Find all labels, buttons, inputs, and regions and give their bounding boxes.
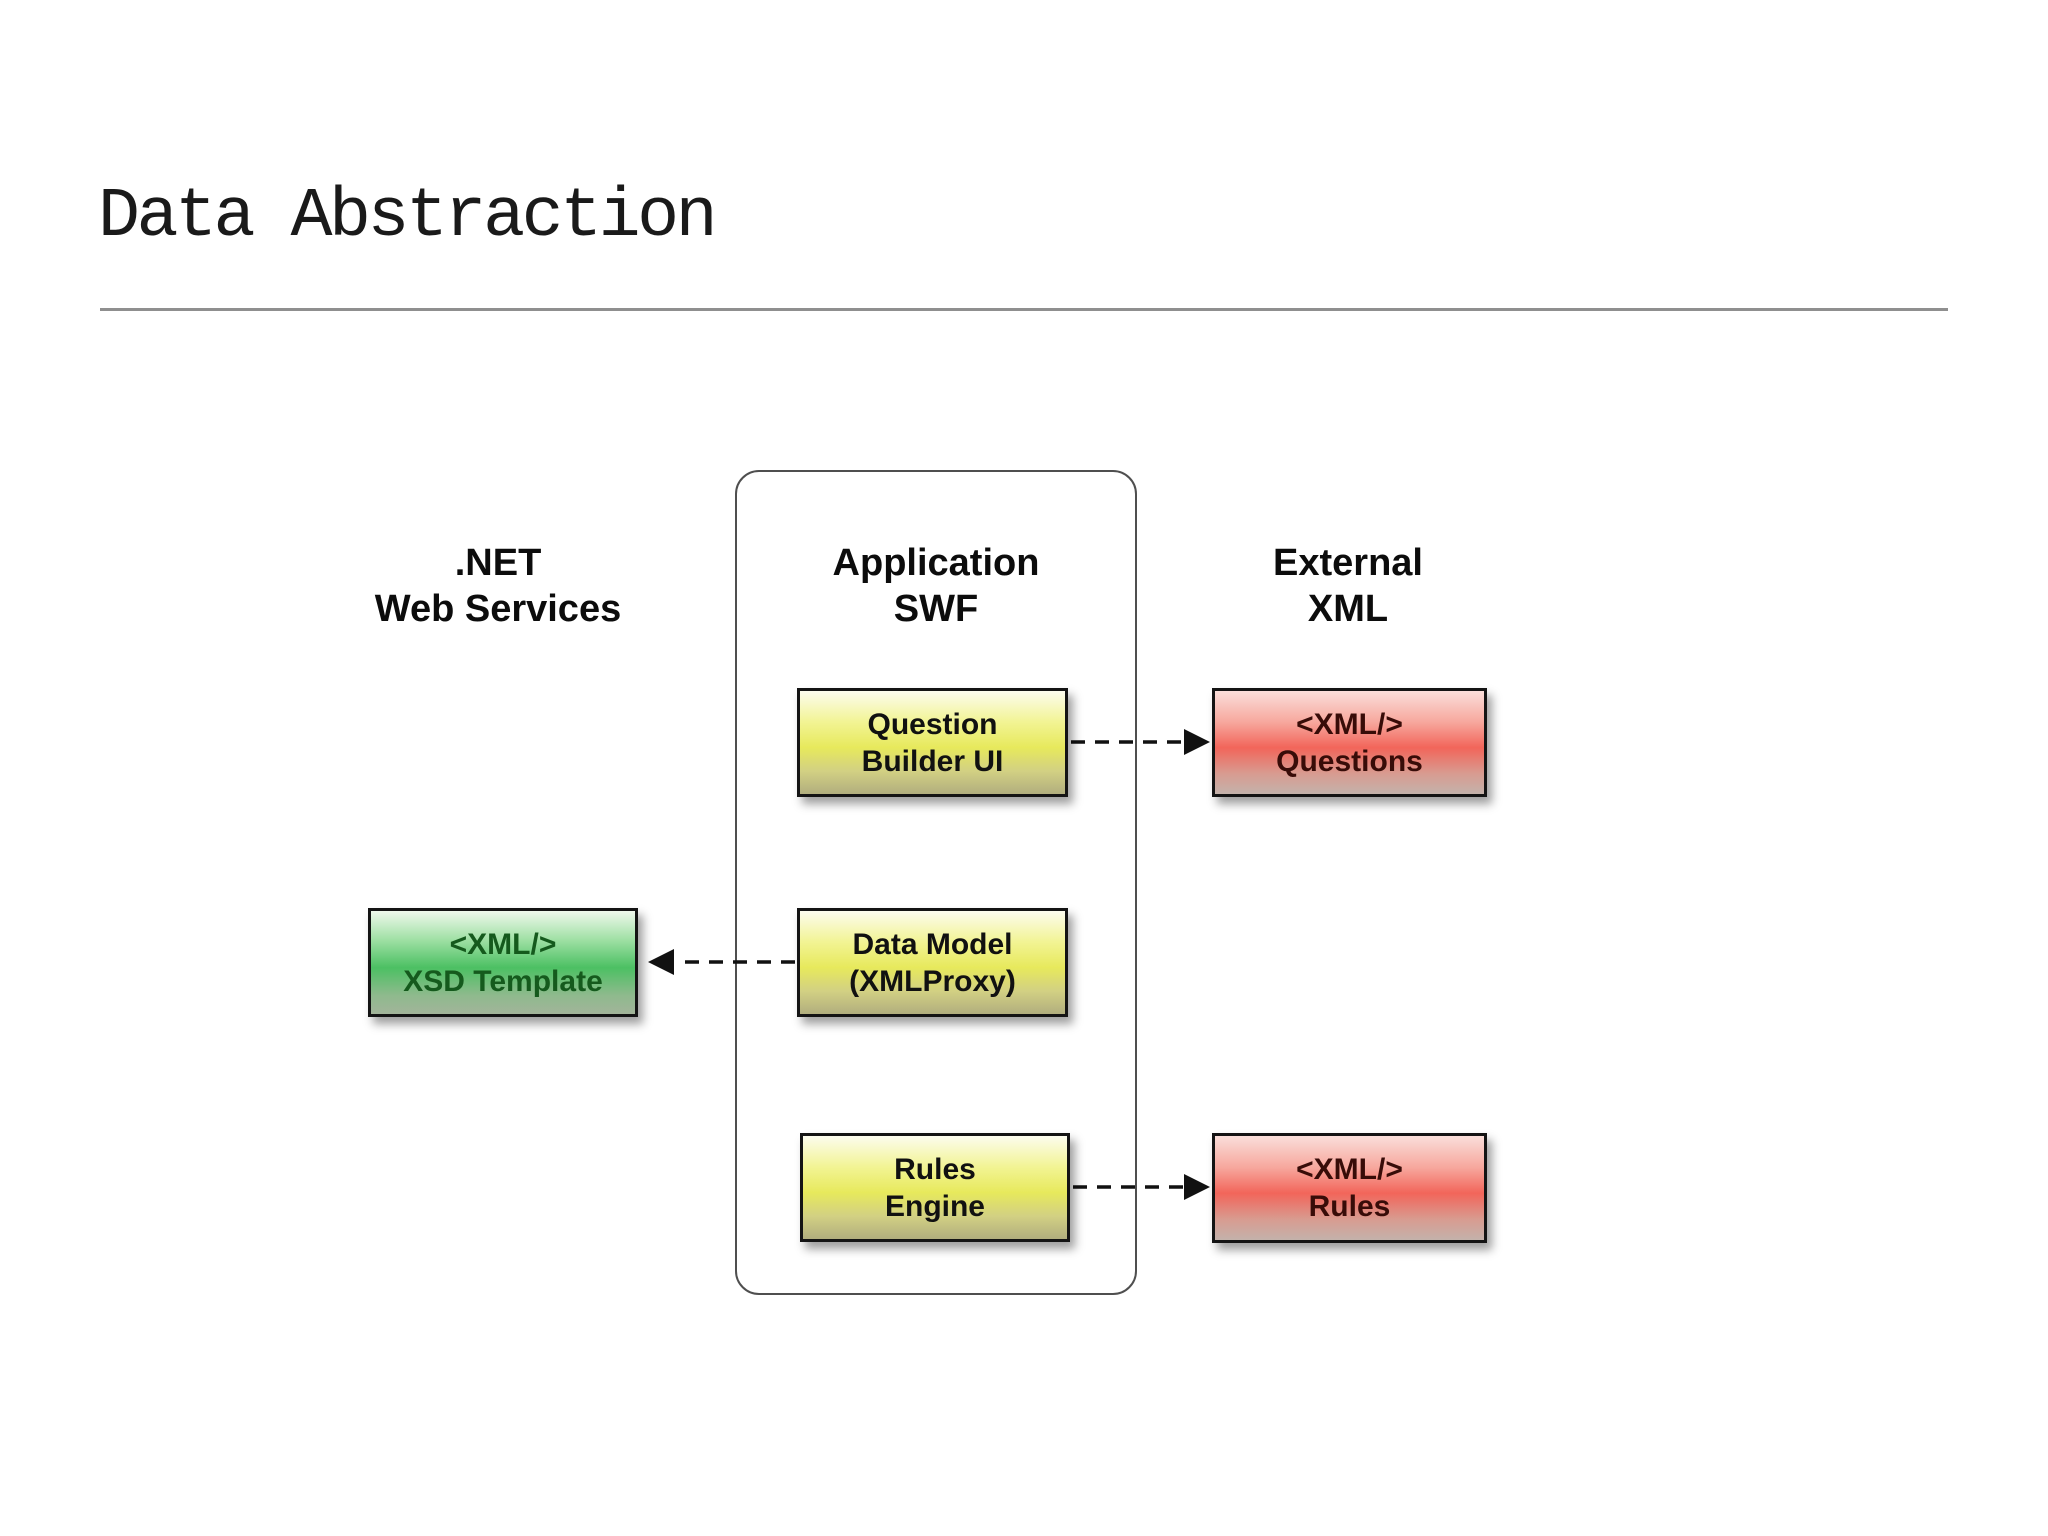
column-header-application-swf: Application SWF [766,540,1106,632]
arrow-right-icon [1184,1174,1210,1200]
column-header-line: SWF [893,588,979,630]
node-rules-engine: Rules Engine [800,1133,1070,1242]
node-data-model-xmlproxy: Data Model (XMLProxy) [797,908,1068,1017]
column-header-line: Application [832,542,1040,584]
node-label-line: Question [867,707,998,741]
column-header-line: External [1273,542,1423,584]
column-header-external-xml: External XML [1178,540,1518,632]
node-label-line: (XMLProxy) [849,964,1016,998]
node-label-line: Engine [884,1189,985,1223]
node-label-line: Rules [894,1152,976,1186]
node-label-line: Data Model [852,927,1013,961]
slide-title: Data Abstraction [98,178,718,257]
arrow-right-icon [1184,729,1210,755]
column-header-net-web-services: .NET Web Services [328,540,668,632]
node-label-line: XSD Template [403,964,603,998]
node-xsd-template: <XML/> XSD Template [368,908,638,1017]
node-label-line: Builder UI [861,744,1004,778]
node-question-builder-ui: Question Builder UI [797,688,1068,797]
arrow-left-icon [648,949,674,975]
node-label-line: <XML/> [1296,1153,1403,1186]
title-divider [100,308,1948,311]
node-label-line: <XML/> [449,927,557,961]
node-xml-questions: <XML/> Questions [1212,688,1487,797]
node-label-line: Rules [1308,1190,1391,1223]
node-label-line: Questions [1276,744,1423,778]
column-header-line: XML [1307,588,1389,630]
column-header-line: Web Services [374,588,622,630]
node-xml-rules: <XML/> Rules [1212,1133,1487,1243]
column-header-line: .NET [454,542,542,584]
node-label-line: <XML/> [1296,707,1403,741]
